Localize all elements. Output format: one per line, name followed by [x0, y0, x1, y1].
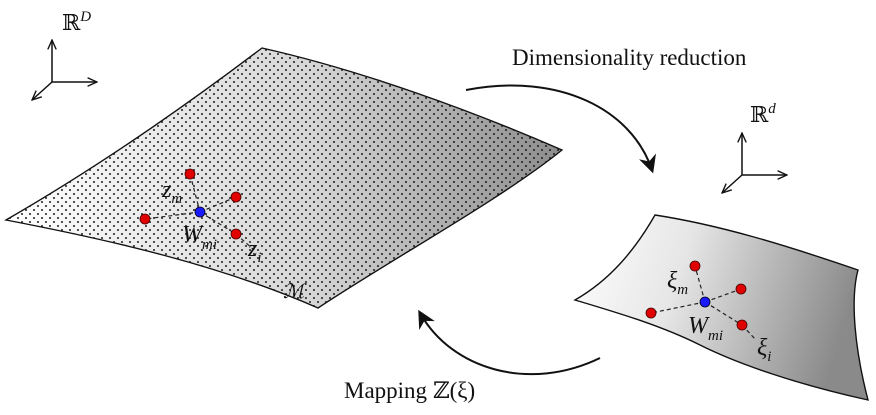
manifold-label: ℳ	[283, 279, 307, 303]
low-dimensional-surface	[573, 214, 869, 401]
space-low-label: ℝd	[750, 101, 776, 128]
reduction-arrow	[465, 84, 656, 174]
z-i-label: zi	[247, 236, 262, 266]
edge-left-3	[144, 211, 201, 220]
edge-right-3	[650, 301, 706, 314]
neighbor-point-left-2	[230, 191, 242, 203]
w-mi-left-label: Wmi	[182, 222, 217, 253]
axis-diagonal-low	[722, 174, 743, 193]
neighbor-point-left-3	[139, 213, 151, 225]
neighbor-point-right-1	[689, 260, 701, 272]
edge-right-1	[694, 265, 706, 303]
z-m-label: zm	[161, 177, 182, 207]
dimensionality-reduction-label: Dimensionality reduction	[512, 45, 747, 70]
neighbor-point-left-1	[184, 168, 196, 180]
axes-high-dimensional	[32, 40, 97, 100]
axis-diagonal	[32, 81, 53, 100]
edge-right-2	[704, 288, 742, 303]
neighbor-point-right-2	[735, 283, 747, 295]
neighbor-point-right-3	[645, 307, 657, 319]
mapping-label: Mapping ℤ(ξ)	[344, 378, 475, 403]
edge-left-4	[199, 211, 237, 235]
center-point-right	[699, 296, 711, 308]
neighbor-point-left-4	[230, 228, 242, 240]
high-dimensional-manifold	[4, 47, 564, 309]
neighbor-point-right-4	[736, 319, 748, 331]
space-high-label: ℝD	[62, 9, 91, 36]
xi-i-label: ξi	[757, 335, 771, 365]
center-point-left	[194, 206, 206, 218]
xi-m-label: ξm	[667, 268, 688, 298]
axes-low-dimensional	[722, 133, 787, 193]
w-mi-right-label: Wmi	[688, 313, 723, 344]
edge-right-4	[704, 301, 743, 326]
mapping-arrow	[418, 309, 601, 376]
neighborhood-left	[139, 168, 255, 251]
neighborhood-right	[645, 260, 757, 341]
